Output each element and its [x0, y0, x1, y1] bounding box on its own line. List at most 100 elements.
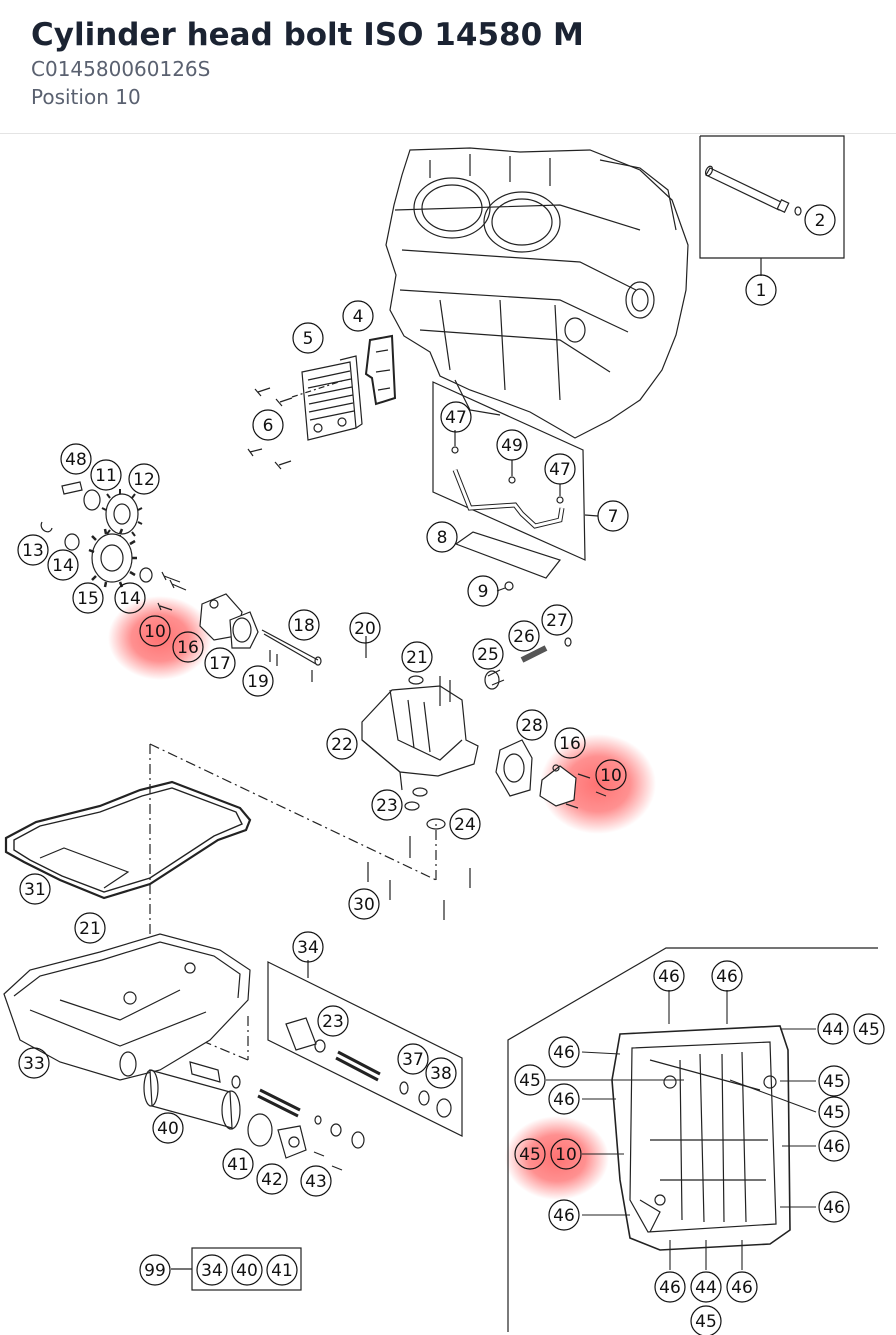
callout-45[interactable]: 45	[853, 1013, 885, 1045]
callout-46[interactable]: 46	[653, 960, 685, 992]
callout-number: 40	[157, 1119, 179, 1139]
callout-25[interactable]: 25	[472, 638, 504, 670]
callout-14[interactable]: 14	[114, 582, 146, 614]
secondary-oil-pump	[495, 739, 607, 809]
callout-number: 38	[430, 1064, 452, 1084]
callout-number: 9	[478, 582, 489, 602]
callout-45[interactable]: 45	[818, 1065, 850, 1097]
callout-45[interactable]: 45	[514, 1138, 546, 1170]
callout-number: 45	[823, 1072, 845, 1092]
callout-2[interactable]: 2	[804, 204, 836, 236]
callout-49[interactable]: 49	[496, 429, 528, 461]
callout-circle	[467, 575, 499, 607]
callout-number: 26	[513, 627, 535, 647]
part-title: Cylinder head bolt ISO 14580 M	[31, 17, 584, 53]
callout-number: 46	[731, 1278, 753, 1298]
callout-11[interactable]: 11	[90, 459, 122, 491]
callout-46[interactable]: 46	[548, 1083, 580, 1115]
callout-46[interactable]: 46	[711, 960, 743, 992]
callout-number: 46	[553, 1090, 575, 1110]
callout-46[interactable]: 46	[818, 1191, 850, 1223]
callout-15[interactable]: 15	[72, 582, 104, 614]
callout-41[interactable]: 41	[222, 1148, 254, 1180]
callout-20[interactable]: 20	[349, 612, 381, 644]
callout-number: 10	[600, 766, 622, 786]
callout-41[interactable]: 41	[266, 1254, 298, 1286]
callout-46[interactable]: 46	[654, 1271, 686, 1303]
callout-18[interactable]: 18	[288, 609, 320, 641]
callout-circle	[371, 789, 403, 821]
callout-number: 99	[144, 1261, 166, 1281]
callout-circle	[266, 1254, 298, 1286]
callout-23[interactable]: 23	[317, 1005, 349, 1037]
callout-37[interactable]: 37	[397, 1043, 429, 1075]
callout-13[interactable]: 13	[17, 534, 49, 566]
oil-pan	[3, 933, 251, 1081]
callout-number: 13	[22, 541, 44, 561]
callout-99[interactable]: 99	[139, 1254, 171, 1286]
callout-22[interactable]: 22	[326, 728, 358, 760]
callout-circle	[548, 1199, 580, 1231]
callout-46[interactable]: 46	[818, 1130, 850, 1162]
callout-10[interactable]: 10	[139, 615, 171, 647]
callout-number: 18	[293, 616, 315, 636]
callout-12[interactable]: 12	[128, 463, 160, 495]
callout-42[interactable]: 42	[256, 1163, 288, 1195]
callout-circle	[342, 300, 374, 332]
callout-circle	[300, 1165, 332, 1197]
callout-27[interactable]: 27	[541, 604, 573, 636]
callout-number: 46	[823, 1137, 845, 1157]
callout-circle	[516, 709, 548, 741]
callout-23[interactable]: 23	[371, 789, 403, 821]
callout-number: 44	[822, 1020, 844, 1040]
callout-28[interactable]: 28	[516, 709, 548, 741]
callout-46[interactable]: 46	[548, 1199, 580, 1231]
callout-6[interactable]: 6	[252, 409, 284, 441]
callout-4[interactable]: 4	[342, 300, 374, 332]
callout-circle	[508, 620, 540, 652]
callout-45[interactable]: 45	[690, 1305, 722, 1335]
callout-43[interactable]: 43	[300, 1165, 332, 1197]
callout-47[interactable]: 47	[440, 401, 472, 433]
callout-number: 49	[501, 436, 523, 456]
callout-26[interactable]: 26	[508, 620, 540, 652]
callout-17[interactable]: 17	[204, 647, 236, 679]
callout-16[interactable]: 16	[172, 631, 204, 663]
callout-19[interactable]: 19	[242, 665, 274, 697]
callout-46[interactable]: 46	[726, 1271, 758, 1303]
oil-cooler	[301, 355, 363, 441]
callout-5[interactable]: 5	[292, 322, 324, 354]
callout-8[interactable]: 8	[426, 521, 458, 553]
callout-10[interactable]: 10	[595, 759, 627, 791]
callout-7[interactable]: 7	[597, 500, 629, 532]
callout-24[interactable]: 24	[449, 808, 481, 840]
callout-number: 10	[144, 622, 166, 642]
callout-48[interactable]: 48	[60, 443, 92, 475]
callout-46[interactable]: 46	[548, 1036, 580, 1068]
callout-45[interactable]: 45	[818, 1096, 850, 1128]
callout-21[interactable]: 21	[401, 641, 433, 673]
callout-21[interactable]: 21	[74, 912, 106, 944]
callout-33[interactable]: 33	[18, 1047, 50, 1079]
callout-number: 43	[305, 1172, 327, 1192]
callout-44[interactable]: 44	[690, 1271, 722, 1303]
callout-47[interactable]: 47	[544, 453, 576, 485]
oil-filter	[143, 1061, 365, 1171]
callout-14[interactable]: 14	[47, 549, 79, 581]
callout-44[interactable]: 44	[817, 1013, 849, 1045]
callout-38[interactable]: 38	[425, 1057, 457, 1089]
callout-16[interactable]: 16	[554, 727, 586, 759]
callout-34[interactable]: 34	[292, 931, 324, 963]
callout-circle	[548, 1036, 580, 1068]
callout-31[interactable]: 31	[19, 873, 51, 905]
callout-circle	[818, 1191, 850, 1223]
callout-40[interactable]: 40	[152, 1112, 184, 1144]
callout-circle	[690, 1271, 722, 1303]
callout-34[interactable]: 34	[196, 1254, 228, 1286]
callout-9[interactable]: 9	[467, 575, 499, 607]
callout-40[interactable]: 40	[231, 1254, 263, 1286]
callout-10[interactable]: 10	[550, 1138, 582, 1170]
callout-30[interactable]: 30	[348, 888, 380, 920]
callout-1[interactable]: 1	[745, 274, 777, 306]
callout-45[interactable]: 45	[514, 1064, 546, 1096]
